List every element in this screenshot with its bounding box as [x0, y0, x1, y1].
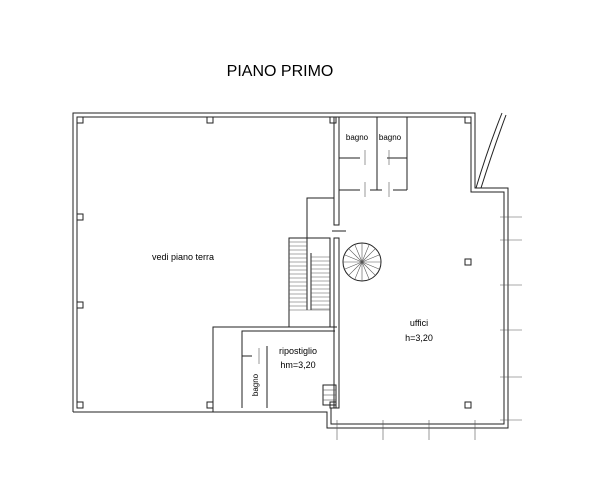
room-label-office-height: h=3,20 [405, 333, 433, 343]
room-label-left-area: vedi piano terra [152, 252, 214, 262]
spiral-step [361, 248, 376, 263]
column [76, 213, 84, 221]
spiral-step [361, 254, 380, 263]
column [76, 401, 84, 409]
column [464, 401, 472, 409]
spiral-step [348, 261, 363, 276]
spiral-step [361, 261, 380, 270]
plan-title: PIANO PRIMO [227, 63, 334, 80]
spiral-step [361, 244, 370, 263]
spiral-step [348, 248, 363, 263]
spiral-staircase [342, 242, 382, 282]
railing-ticks [336, 216, 522, 440]
outer-walls [72, 112, 509, 429]
columns [76, 116, 472, 409]
spiral-step [354, 244, 363, 263]
room-label-storage: ripostiglio [279, 346, 317, 356]
column [464, 258, 472, 266]
room-label-bathroom-1: bagno [346, 133, 369, 142]
column [206, 116, 214, 124]
room-label-storage-height: hm=3,20 [280, 360, 315, 370]
column [76, 116, 84, 124]
column [329, 401, 337, 409]
spiral-step [361, 261, 370, 280]
room-label-bathroom-3: bagno [251, 373, 260, 396]
spiral-step [361, 261, 376, 276]
spiral-step [344, 254, 363, 263]
column [464, 116, 472, 124]
spiral-step [344, 261, 363, 270]
column [76, 301, 84, 309]
room-label-office: uffici [410, 318, 428, 328]
column [329, 116, 337, 124]
room-label-bathroom-2: bagno [379, 133, 402, 142]
staircase [288, 237, 331, 328]
spiral-step [354, 261, 363, 280]
balcony-door [475, 112, 507, 189]
column [206, 401, 214, 409]
